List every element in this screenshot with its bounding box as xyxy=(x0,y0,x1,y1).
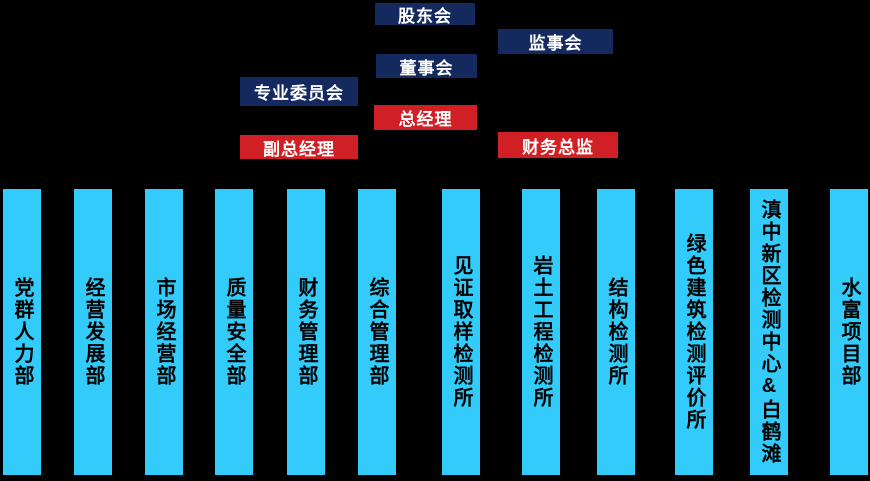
org-column-quality-safety: 质量安全部 xyxy=(215,189,253,475)
org-column-label: 岩土工程检测所 xyxy=(530,255,552,409)
org-column-label: 水富项目部 xyxy=(838,277,860,387)
org-column-structural-testing: 结构检测所 xyxy=(597,189,635,475)
org-node-label: 副总经理 xyxy=(263,139,335,159)
org-column-label: 质量安全部 xyxy=(223,277,245,387)
org-column-shuifu-project: 水富项目部 xyxy=(830,189,868,475)
org-column-label: 绿色建筑检测评价所 xyxy=(683,233,705,431)
org-column-label: 滇中新区检测中心&白鹤滩 xyxy=(758,199,780,465)
org-node-shareholders-meeting: 股东会 xyxy=(375,3,475,26)
org-node-label: 总经理 xyxy=(398,110,453,129)
org-node-label: 财务总监 xyxy=(522,137,594,157)
org-column-label: 财务管理部 xyxy=(295,277,317,387)
org-column-business-development: 经营发展部 xyxy=(74,189,112,475)
org-node-label: 董事会 xyxy=(399,58,454,78)
org-column-label: 综合管理部 xyxy=(366,277,388,387)
org-node-supervisory-board: 监事会 xyxy=(498,29,613,54)
org-node-board-of-directors: 董事会 xyxy=(376,54,477,78)
org-column-market-operations: 市场经营部 xyxy=(145,189,183,475)
org-column-label: 见证取样检测所 xyxy=(450,255,472,409)
org-column-geotechnical-testing: 岩土工程检测所 xyxy=(522,189,560,475)
org-column-label: 经营发展部 xyxy=(82,277,104,387)
org-node-professional-committee: 专业委员会 xyxy=(240,77,358,106)
org-column-finance-management: 财务管理部 xyxy=(287,189,325,475)
org-column-label: 结构检测所 xyxy=(605,277,627,387)
org-column-label: 市场经营部 xyxy=(153,277,175,387)
org-column-dianzhong-baihetan-center: 滇中新区检测中心&白鹤滩 xyxy=(750,189,788,475)
org-column-green-building-evaluation: 绿色建筑检测评价所 xyxy=(675,189,713,475)
org-node-finance-director: 财务总监 xyxy=(498,132,618,158)
org-node-general-manager: 总经理 xyxy=(374,105,477,130)
org-node-label: 专业委员会 xyxy=(254,84,344,103)
org-node-label: 股东会 xyxy=(398,6,452,26)
org-column-witness-sampling-testing: 见证取样检测所 xyxy=(442,189,480,475)
org-node-deputy-general-manager: 副总经理 xyxy=(240,135,358,159)
org-node-label: 监事会 xyxy=(528,34,583,53)
org-column-general-management: 综合管理部 xyxy=(358,189,396,475)
org-column-party-hr: 党群人力部 xyxy=(3,189,41,475)
org-column-label: 党群人力部 xyxy=(11,277,33,387)
